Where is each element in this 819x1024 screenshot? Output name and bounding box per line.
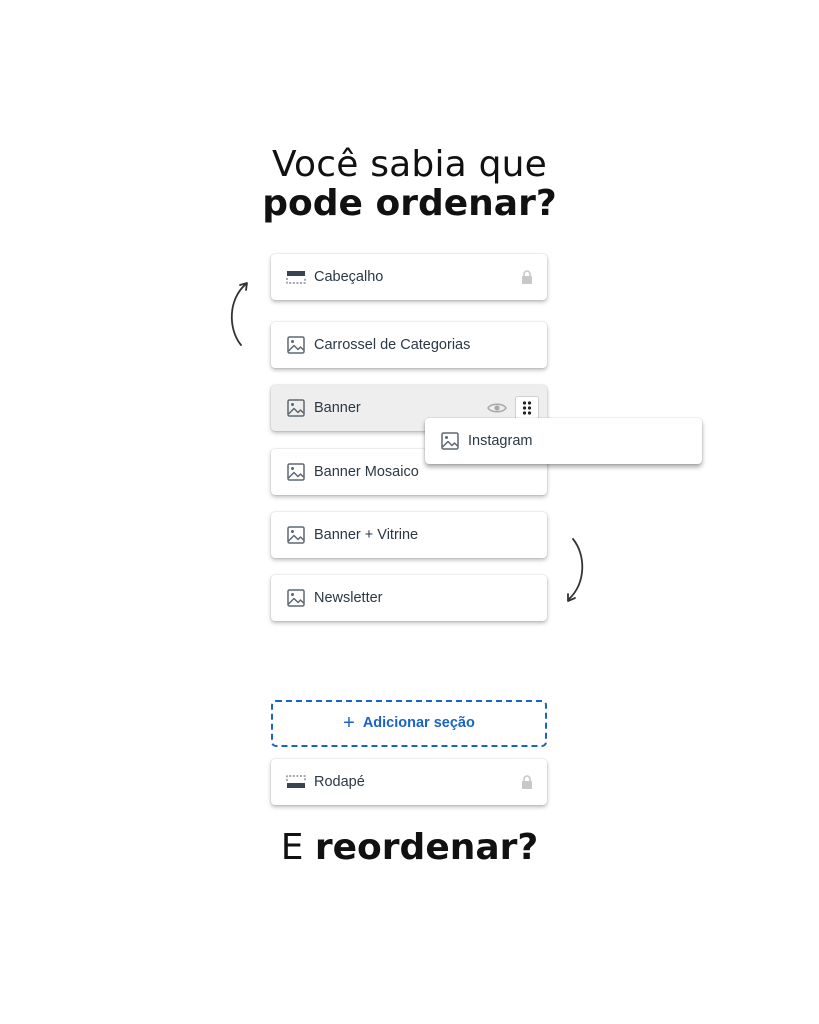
drag-handle-icon [522, 401, 532, 415]
section-item-banner[interactable]: Banner [271, 385, 547, 431]
footer-layout-icon [286, 775, 306, 788]
lock-icon [522, 270, 532, 284]
image-icon [287, 336, 305, 354]
headline-line-1: Você sabia que [271, 144, 548, 185]
headline-line-3: E reordenar? [0, 827, 819, 868]
image-icon [287, 463, 305, 481]
section-item-banner-mosaico[interactable]: Banner Mosaico [271, 449, 547, 495]
visibility-eye-icon[interactable] [487, 401, 507, 415]
curved-arrow-up-icon [230, 282, 248, 346]
headline-prefix: E [280, 827, 315, 868]
plus-icon: + [343, 712, 355, 734]
section-label: Rodapé [314, 774, 365, 790]
headline-bold: reordenar? [314, 827, 539, 868]
image-icon [287, 399, 305, 417]
section-item-rodape[interactable]: Rodapé [271, 759, 547, 805]
section-item-carrossel-de-categorias[interactable]: Carrossel de Categorias [271, 322, 547, 368]
section-label: Banner Mosaico [314, 464, 419, 480]
header-layout-icon [286, 271, 306, 284]
add-section-button[interactable]: + Adicionar seção [271, 700, 547, 747]
section-label: Banner + Vitrine [314, 527, 419, 543]
add-section-label: Adicionar seção [362, 715, 475, 731]
section-label: Carrossel de Categorias [314, 337, 471, 353]
drag-handle-button[interactable] [515, 396, 539, 420]
section-item-cabecalho[interactable]: Cabeçalho [271, 254, 547, 300]
section-label: Instagram [468, 433, 533, 449]
image-icon [287, 589, 305, 607]
section-label: Banner [314, 400, 361, 416]
image-icon [441, 432, 459, 450]
section-label: Cabeçalho [314, 269, 384, 285]
section-item-banner-vitrine[interactable]: Banner + Vitrine [271, 512, 547, 558]
section-item-newsletter[interactable]: Newsletter [271, 575, 547, 621]
headline-line-2: pode ordenar? [262, 183, 557, 224]
image-icon [287, 526, 305, 544]
dragged-section-item-instagram[interactable]: Instagram [425, 418, 702, 464]
curved-arrow-down-icon [567, 538, 584, 602]
section-label: Newsletter [314, 590, 383, 606]
lock-icon [522, 775, 532, 789]
